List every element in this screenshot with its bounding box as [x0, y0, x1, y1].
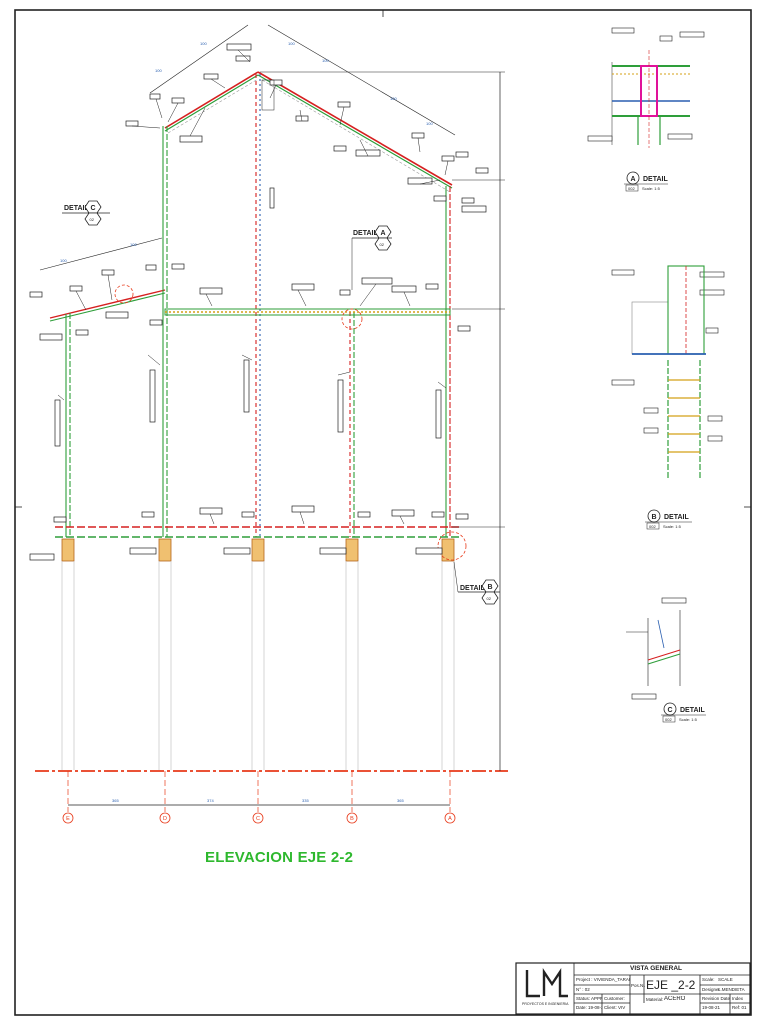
axis-label: B — [350, 816, 354, 822]
svg-text:374: 374 — [207, 798, 214, 803]
vertical-member-tags — [54, 187, 442, 447]
detail-tag-b-sheet: 02 — [487, 596, 492, 601]
detail-tag-b-letter: B — [488, 584, 493, 591]
designer-label: Designer: — [702, 987, 720, 992]
detail-tag-a: DETAIL A 02 — [351, 225, 392, 290]
detail-tag-c: DETAIL C 02 — [62, 200, 110, 226]
scale-value: SCALE — [718, 977, 733, 982]
scale-label: Scale: — [702, 977, 715, 982]
detail-tag-b: DETAIL B 02 — [453, 561, 500, 605]
position-label: Pos.Num: — [631, 983, 645, 988]
detail-a-title-word: DETAIL — [643, 176, 668, 183]
detail-c-title-scale: Scale: 1:5 — [679, 717, 698, 722]
position-value: EJE _2-2 — [646, 978, 696, 992]
detail-tag-c-sheet: 02 — [90, 217, 95, 222]
title-block-frame — [515, 962, 751, 1015]
status-field: Status: APPROVAL — [576, 996, 602, 1001]
company-logo — [525, 968, 568, 998]
client-field: Client: VIV — [604, 1005, 626, 1010]
detail-b-title: B DETAIL 002 Scale: 1:5 — [645, 509, 692, 530]
svg-text:100: 100 — [200, 41, 207, 46]
detail-b-title-letter: B — [652, 514, 657, 521]
date-field: Date: 19-08-21 — [576, 1005, 602, 1010]
designer-value: L.MENDIETA — [718, 987, 745, 992]
detail-b-title-word: DETAIL — [664, 514, 689, 521]
detail-c-title: C DETAIL 002 Scale: 1:5 — [661, 702, 706, 723]
detail-a-title-sheet: 002 — [628, 186, 635, 191]
detail-tag-b-word: DETAIL — [460, 585, 485, 592]
sheet-number: N° : 02 — [576, 987, 590, 992]
svg-text:365: 365 — [397, 798, 404, 803]
grid-axis-markers: E D C B A — [62, 812, 456, 824]
detail-a-title: A DETAIL 002 Scale: 1:5 — [624, 171, 668, 192]
material-label: Material: — [646, 997, 664, 1002]
detail-a-title-letter: A — [631, 176, 636, 183]
svg-text:335: 335 — [302, 798, 309, 803]
customer-field: Customer: — [604, 996, 625, 1001]
detail-tag-a-word: DETAIL — [353, 230, 378, 237]
detail-tag-a-letter: A — [381, 230, 386, 237]
detail-tag-c-word: DETAIL — [64, 205, 89, 212]
revision-value: 19-08-21 — [702, 1005, 721, 1010]
detail-tag-a-sheet: 02 — [380, 242, 385, 247]
axis-label: E — [66, 816, 70, 822]
project-name: Project : VIVIENDA_TARAPOTO — [576, 977, 630, 982]
svg-text:100: 100 — [60, 258, 67, 263]
detail-a-title-scale: Scale: 1:5 — [642, 186, 661, 191]
index-label: Index — [732, 996, 744, 1001]
detail-b-title-sheet: 002 — [649, 524, 656, 529]
drawing-title: ELEVACION EJE 2-2 — [205, 849, 354, 866]
detail-a-drawing — [587, 27, 705, 148]
detail-c-title-sheet: 002 — [665, 717, 672, 722]
svg-text:100: 100 — [288, 41, 295, 46]
sheet-border — [14, 9, 752, 1016]
detail-c-title-letter: C — [668, 707, 673, 714]
svg-text:100: 100 — [426, 121, 433, 126]
detail-c-title-word: DETAIL — [680, 707, 705, 714]
svg-text:100: 100 — [322, 58, 329, 63]
detail-tag-c-letter: C — [91, 205, 96, 212]
reference-value: Ref: 01 — [732, 1005, 747, 1010]
detail-c-drawing — [626, 597, 687, 700]
svg-text:100: 100 — [155, 68, 162, 73]
svg-text:100: 100 — [390, 96, 397, 101]
axis-label: C — [256, 816, 260, 822]
material-value: ACERO — [664, 996, 686, 1002]
detail-b-drawing — [611, 265, 725, 478]
title-block-heading: VISTA GENERAL — [630, 965, 683, 972]
axis-label: D — [163, 816, 167, 822]
logo-caption: PROYECTOS E INGENIERIA — [522, 1002, 569, 1006]
elevation-frame: 365 374 335 365 100 100 100 100 100 100 100 100 — [29, 24, 508, 812]
revision-label: Revision Date — [702, 996, 730, 1001]
svg-text:100: 100 — [130, 242, 137, 247]
svg-text:365: 365 — [112, 798, 119, 803]
axis-label: A — [448, 816, 452, 822]
annotation-labels — [29, 43, 489, 561]
detail-b-title-scale: Scale: 1:5 — [663, 524, 682, 529]
